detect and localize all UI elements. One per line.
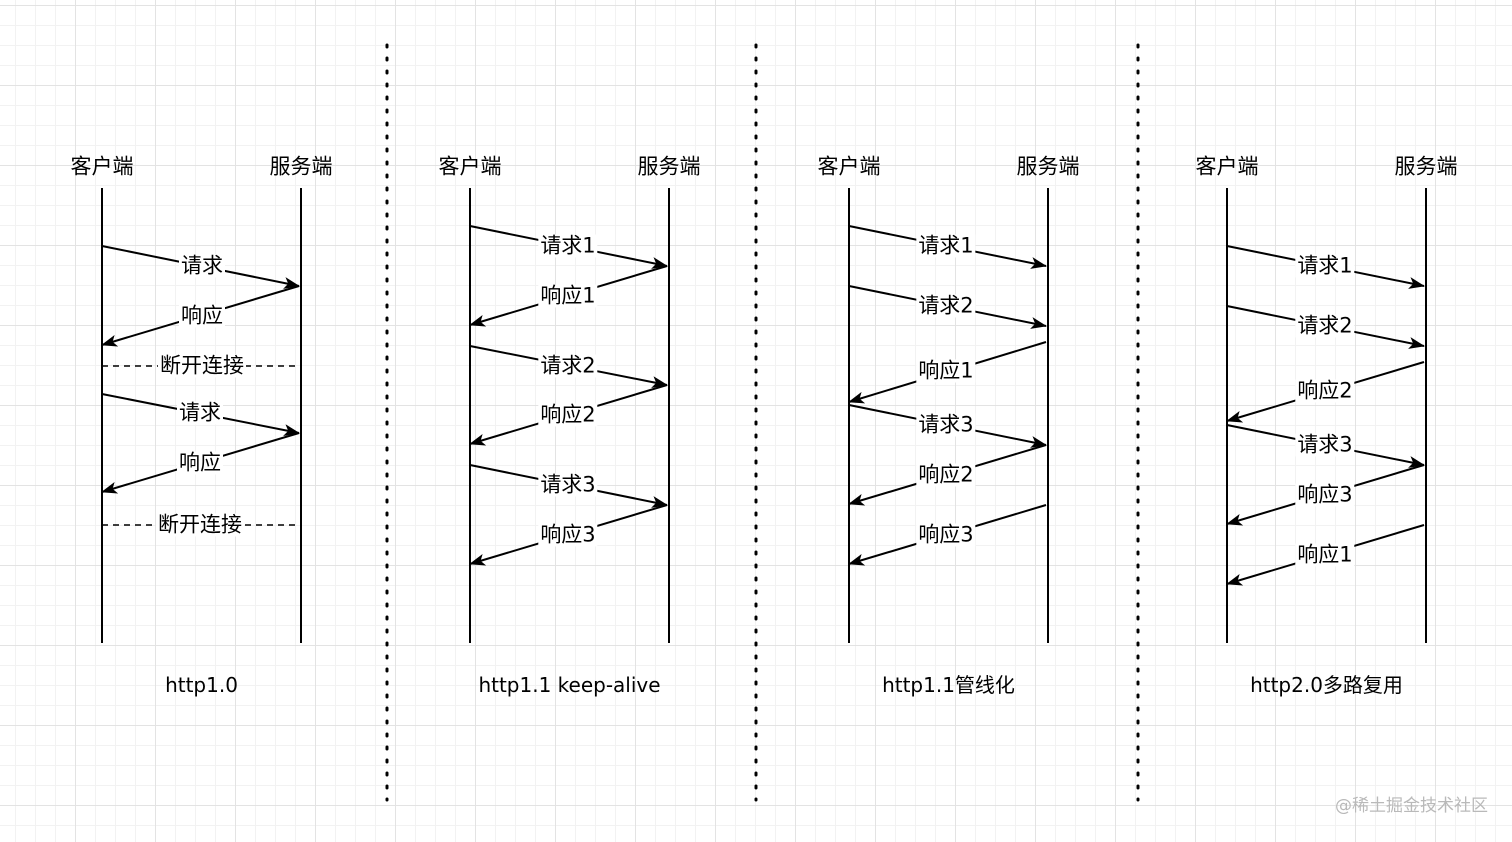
server-header: 服务端	[637, 154, 701, 179]
response-label: 响应1	[538, 283, 598, 308]
response-label: 响应3	[1295, 482, 1355, 507]
server-header: 服务端	[1394, 154, 1458, 179]
response-label: 响应3	[538, 522, 598, 547]
protocol-caption: http1.1管线化	[882, 673, 1015, 697]
disconnect-label: 断开连接	[156, 512, 244, 537]
request-label: 请求2	[538, 353, 598, 378]
protocol-caption: http2.0多路复用	[1250, 673, 1403, 697]
response-label: 响应1	[916, 358, 976, 383]
server-header: 服务端	[1016, 154, 1080, 179]
response-label: 响应	[179, 303, 225, 328]
response-label: 响应2	[1295, 378, 1355, 403]
request-label: 请求	[177, 400, 223, 425]
client-header: 客户端	[1195, 154, 1259, 179]
request-label: 请求3	[1295, 432, 1355, 457]
protocol-caption: http1.1 keep-alive	[478, 673, 661, 697]
client-header: 客户端	[70, 154, 134, 179]
response-label: 响应2	[916, 462, 976, 487]
request-label: 请求1	[916, 233, 976, 258]
response-label: 响应2	[538, 402, 598, 427]
response-label: 响应	[177, 450, 223, 475]
client-header: 客户端	[438, 154, 502, 179]
protocol-caption: http1.0	[165, 673, 238, 697]
request-label: 请求1	[538, 233, 598, 258]
server-header: 服务端	[269, 154, 333, 179]
request-label: 请求3	[916, 412, 976, 437]
request-label: 请求1	[1295, 253, 1355, 278]
response-label: 响应1	[1295, 542, 1355, 567]
client-header: 客户端	[817, 154, 881, 179]
watermark: @稀土掘金技术社区	[1335, 796, 1488, 816]
request-label: 请求2	[916, 293, 976, 318]
request-label: 请求2	[1295, 313, 1355, 338]
request-label: 请求	[179, 253, 225, 278]
response-label: 响应3	[916, 522, 976, 547]
disconnect-label: 断开连接	[158, 353, 246, 378]
request-label: 请求3	[538, 472, 598, 497]
